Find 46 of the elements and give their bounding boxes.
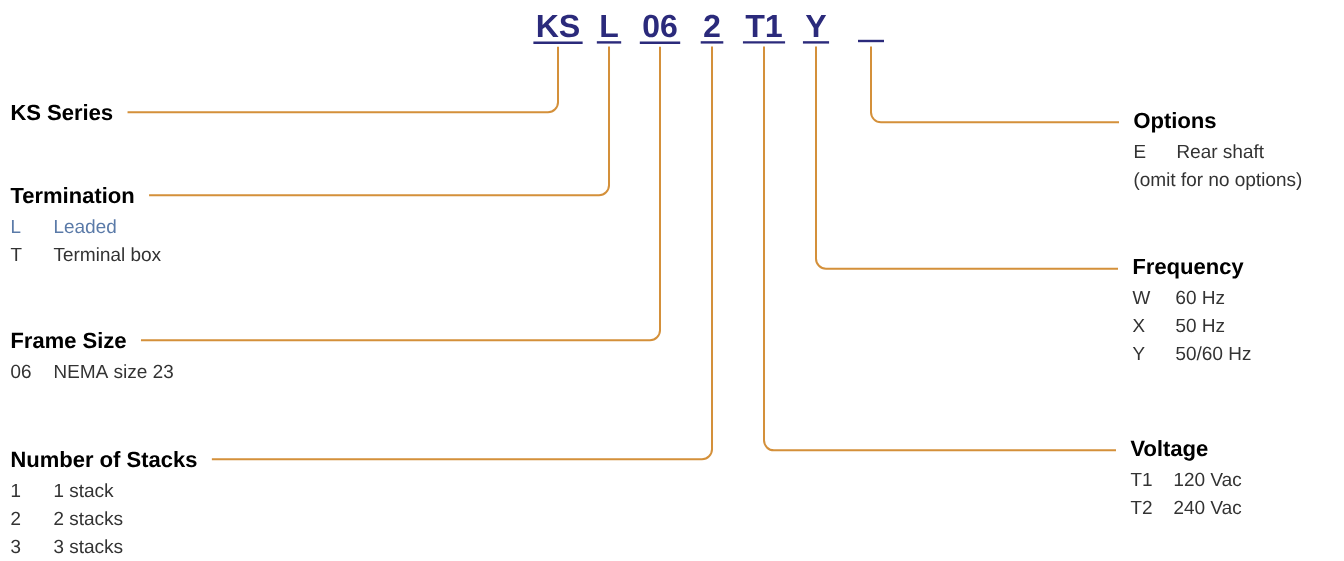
option-code: 06 <box>11 364 31 379</box>
option-heading: Voltage <box>1130 440 1208 461</box>
option-code: 1 <box>11 483 21 497</box>
code-segment: KS <box>533 14 583 44</box>
option-code: 3 <box>11 539 21 554</box>
option-description: 2 stacks <box>54 511 123 526</box>
option-description: Leaded <box>55 219 116 234</box>
option-heading: KS Series <box>11 104 113 121</box>
option-description: Rear shaft <box>1177 144 1264 159</box>
option-heading: Number of Stacks <box>11 451 197 468</box>
option-heading: Frequency <box>1133 258 1244 279</box>
option-code: Y <box>1132 346 1145 360</box>
option-description: 120 Vac <box>1174 472 1242 487</box>
option-description: NEMA size 23 <box>55 364 173 379</box>
leader-line <box>148 45 610 197</box>
option-description: 60 Hz <box>1176 290 1225 305</box>
option-description: 50/60 Hz <box>1176 346 1251 361</box>
leader-line <box>763 45 1117 452</box>
option-heading: Options <box>1134 112 1216 133</box>
option-code: X <box>1132 318 1145 332</box>
code-segment: Y <box>802 15 830 44</box>
option-code: T2 <box>1130 500 1152 514</box>
leader-line <box>210 45 713 461</box>
option-code: L <box>12 219 21 233</box>
option-description: 3 stacks <box>54 539 123 554</box>
leader-line <box>139 45 661 342</box>
code-segment: 2 <box>700 14 724 44</box>
option-heading: Termination <box>10 187 134 204</box>
option-code: 2 <box>11 511 21 525</box>
leader-line <box>870 45 1120 124</box>
leader-line <box>815 45 1119 270</box>
option-description: 50 Hz <box>1176 318 1225 333</box>
code-segment: 06 <box>639 14 681 44</box>
option-code: E <box>1134 144 1146 158</box>
option-note: (omit for no options) <box>1134 172 1302 190</box>
option-description: Terminal box <box>53 247 161 262</box>
option-heading: Frame Size <box>11 332 126 349</box>
option-description: 1 stack <box>54 483 114 498</box>
leader-line <box>126 45 559 114</box>
blank-underline <box>858 39 884 43</box>
option-code: W <box>1132 290 1151 304</box>
option-code: T1 <box>1130 472 1152 486</box>
option-description: 240 Vac <box>1174 500 1242 515</box>
code-segment: T1 <box>742 15 786 44</box>
option-code: T <box>10 247 22 261</box>
code-segment: L <box>596 15 622 44</box>
